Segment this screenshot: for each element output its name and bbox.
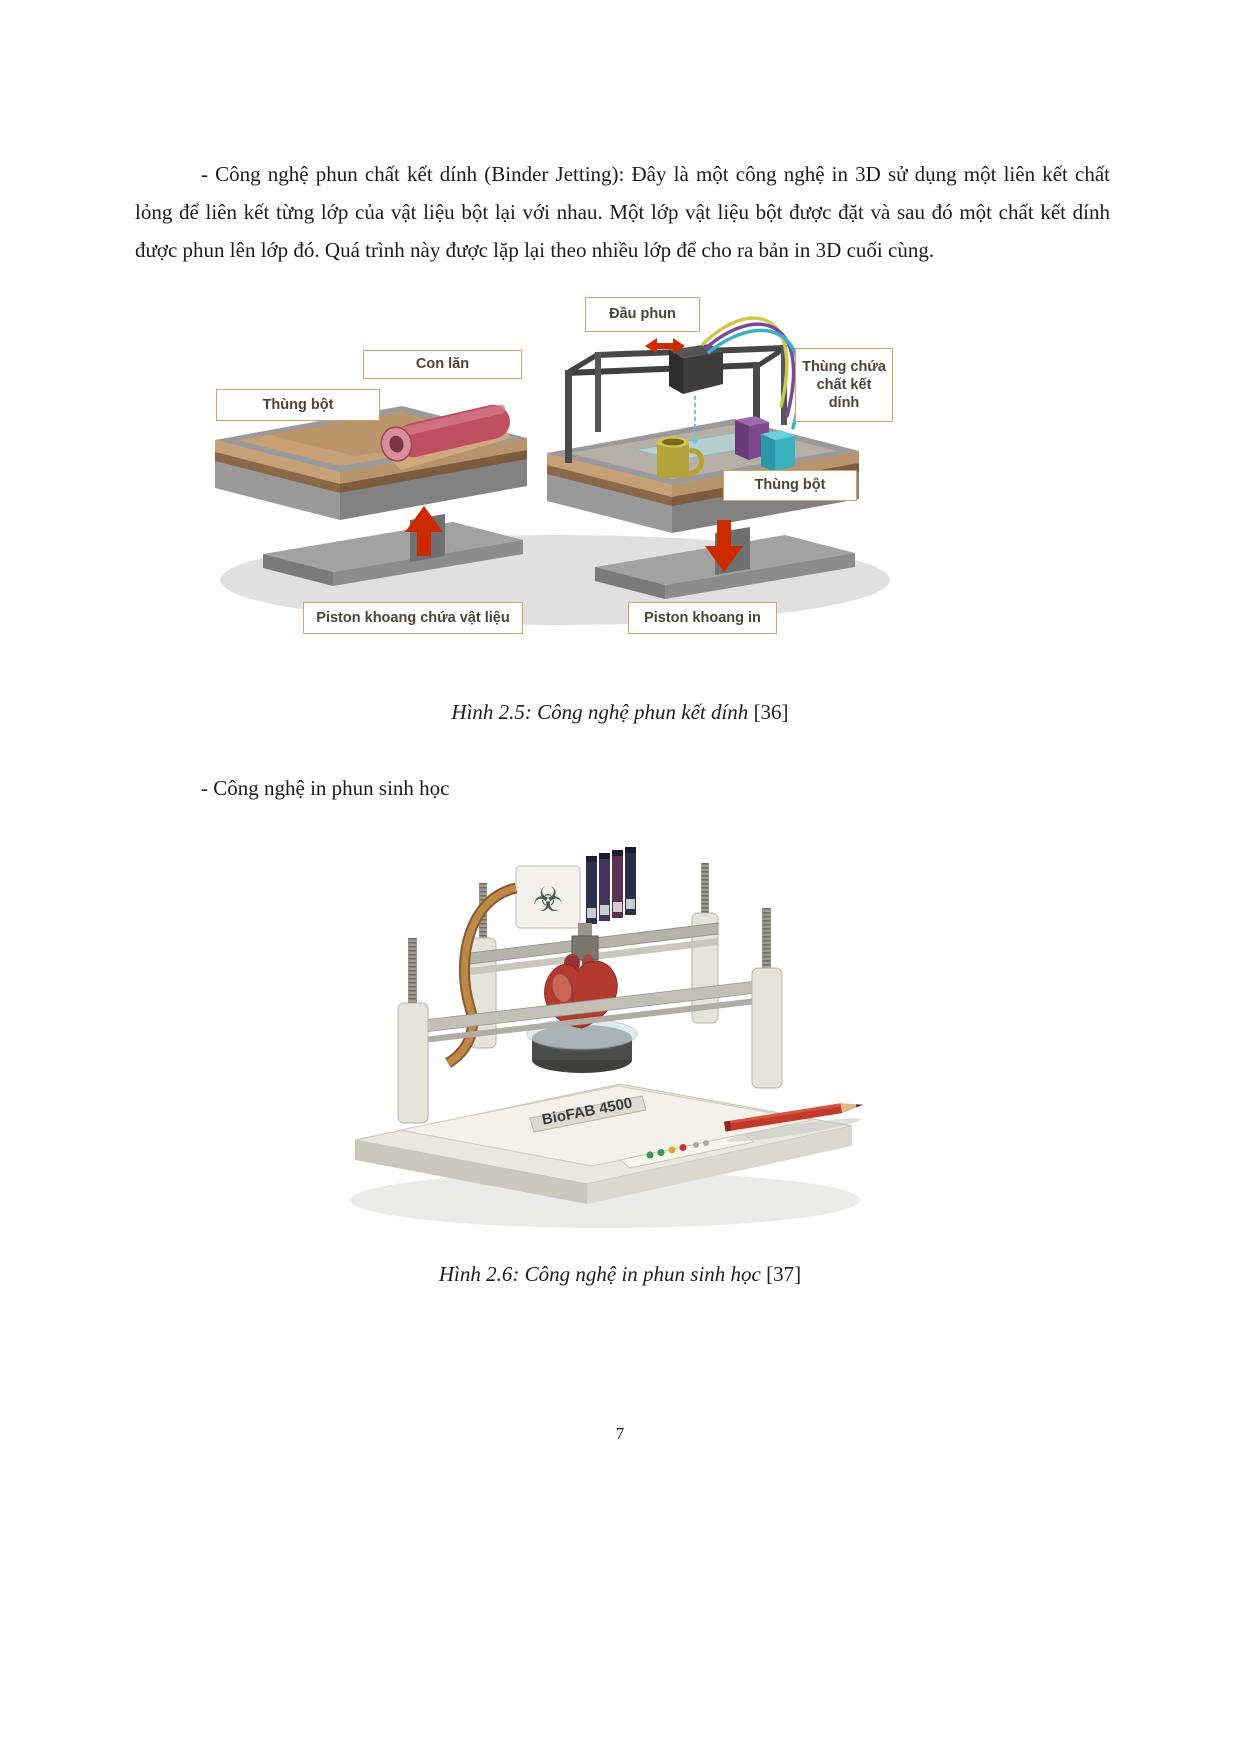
label-thung-chua-ket-dinh: Thùng chứa chất kết dính — [795, 348, 893, 422]
page-number: 7 — [615, 1424, 625, 1443]
printed-heart-assembly — [526, 954, 638, 1073]
bioprinter-illustration: ☣ — [350, 847, 864, 1228]
cartridge-unit: ☣ — [515, 847, 636, 929]
caption-reference: [36] — [753, 700, 789, 724]
biohazard-icon: ☣ — [533, 882, 563, 919]
figure-26-caption: Hình 2.6: Công nghệ in phun sinh học [37… — [0, 1262, 1240, 1287]
label-piston-khoang-in: Piston khoang in — [628, 602, 777, 634]
ink-cartridges — [586, 847, 636, 924]
figure-binder-jetting-diagram: Đầu phun Con lăn Thùng bột Thùng chứa ch… — [205, 288, 905, 640]
paragraph-binder-jetting: - Công nghệ phun chất kết dính (Binder J… — [135, 162, 1110, 262]
piston-down-arrow — [705, 520, 743, 572]
printed-object-mug — [657, 436, 705, 478]
caption-reference: [37] — [766, 1262, 802, 1286]
front-gantry-towers — [397, 908, 783, 1124]
label-thung-bot-left: Thùng bột — [216, 389, 380, 421]
caption-text: Hình 2.5: Công nghệ phun kết dính — [451, 700, 749, 724]
label-piston-khoang-chua: Piston khoang chứa vật liệu — [303, 602, 523, 634]
figure-25-caption: Hình 2.5: Công nghệ phun kết dính [36] — [0, 700, 1240, 725]
label-con-lan: Con lăn — [363, 350, 522, 379]
label-thung-bot-right: Thùng bột — [723, 470, 857, 501]
binder-jetting-illustration — [215, 316, 890, 625]
label-dau-phun: Đầu phun — [585, 297, 700, 332]
machine-base — [354, 1083, 853, 1204]
roller — [380, 404, 510, 462]
print-head — [669, 344, 723, 394]
figure-bioprinter-image: ☣ — [320, 828, 880, 1248]
pencil — [724, 1103, 864, 1142]
control-panel — [618, 1133, 756, 1169]
binder-containers — [735, 416, 795, 472]
binder-drip — [692, 396, 698, 444]
piston-up-arrow — [405, 506, 443, 556]
ribbon-cable-left — [444, 882, 518, 1068]
paragraph-bio-printing: - Công nghệ in phun sinh học — [201, 776, 450, 800]
head-travel-arrow — [645, 338, 685, 354]
caption-text: Hình 2.6: Công nghệ in phun sinh học — [438, 1262, 761, 1286]
